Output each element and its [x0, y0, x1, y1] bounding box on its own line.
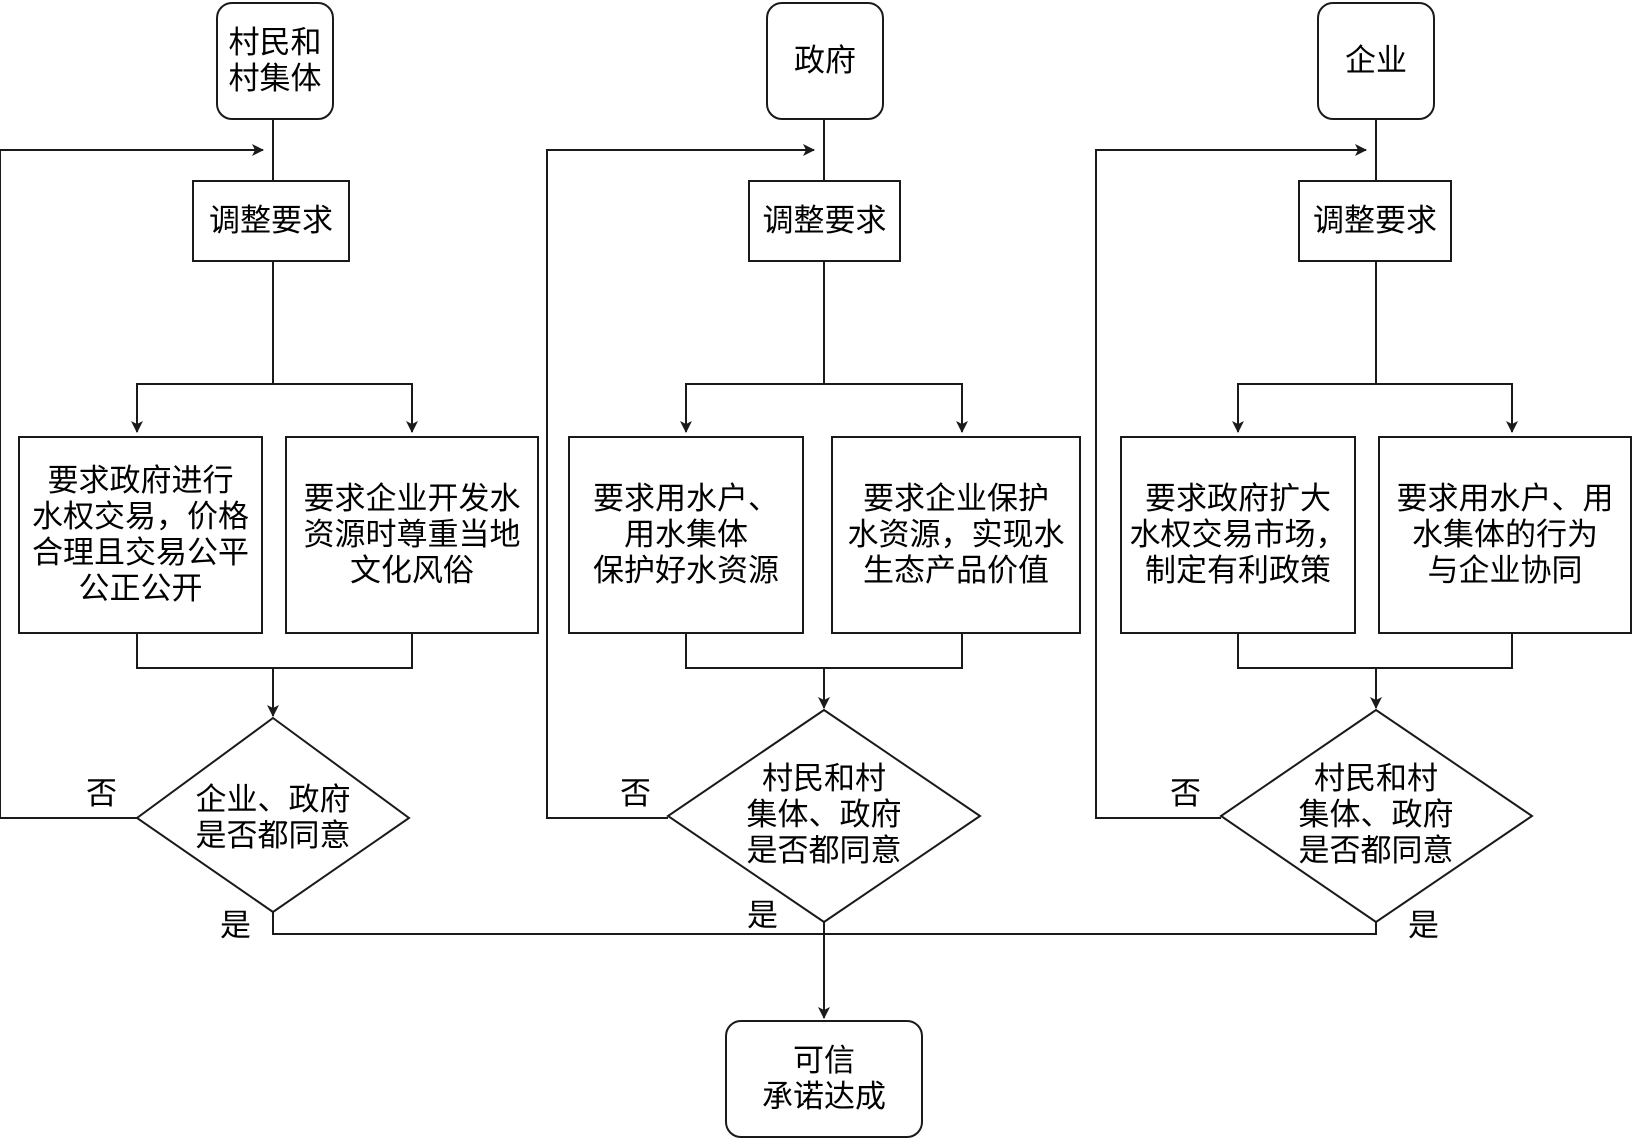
c1-left-demand-node: 要求政府进行水权交易，价格合理且交易公平公正公开: [18, 436, 263, 634]
c2-actor-node: 政府: [766, 2, 884, 120]
c1-right-line3: 文化风俗: [350, 553, 474, 589]
c2-no-label: 否: [620, 776, 651, 812]
c2-decision-text: 村民和村集体、政府是否都同意: [724, 756, 924, 874]
c1-decision-line2: 是否都同意: [195, 818, 351, 854]
c1-right-demand-node: 要求企业开发水资源时尊重当地文化风俗: [285, 436, 539, 634]
outcome-line2: 承诺达成: [762, 1079, 886, 1115]
c1-no-loop: [0, 144, 264, 819]
c1-split-left: [131, 383, 273, 433]
c1-left-line4: 公正公开: [78, 571, 203, 607]
c3-left-line3: 制定有利政策: [1145, 553, 1331, 589]
c2-decision-line1: 村民和村: [762, 761, 886, 797]
c2-left-demand-node: 要求用水户、用水集体保护好水资源: [568, 436, 804, 634]
c2-split-right: [824, 383, 968, 433]
c3-right-line2: 水集体的行为: [1412, 517, 1598, 553]
c1-merge: [136, 634, 413, 669]
c3-yes-label: 是: [1408, 908, 1439, 944]
c2-right-line2: 水资源，实现水: [847, 517, 1065, 553]
c3-left-line2: 水权交易市场，: [1129, 517, 1347, 553]
c1-no-label: 否: [86, 776, 117, 812]
c3-decision-diamond: [1219, 708, 1534, 924]
c3-right-line1: 要求用水户、用: [1396, 481, 1614, 517]
c3-merge: [1237, 634, 1513, 669]
c3-split-left: [1232, 383, 1376, 433]
c2-left-line2: 用水集体: [624, 517, 748, 553]
c2-adjust-label: 调整要求: [762, 203, 887, 239]
c3-right-demand-node: 要求用水户、用水集体的行为与企业协同: [1378, 436, 1632, 634]
c1-adjust-node: 调整要求: [192, 180, 350, 262]
c3-actor-node: 企业: [1317, 2, 1435, 120]
c1-actor-node: 村民和村集体: [216, 2, 334, 120]
c3-adjust-node: 调整要求: [1298, 180, 1452, 262]
c1-decision-line1: 企业、政府: [195, 782, 351, 818]
c1-split-right: [273, 383, 418, 433]
c2-split-left: [680, 383, 824, 433]
c2-adjust-node: 调整要求: [748, 180, 901, 262]
c2-left-line1: 要求用水户、: [593, 481, 779, 517]
c3-decision-line3: 是否都同意: [1298, 833, 1454, 869]
c2-actor-line1: 政府: [794, 43, 856, 79]
c3-left-demand-node: 要求政府扩大水权交易市场，制定有利政策: [1120, 436, 1356, 634]
c3-decision-text: 村民和村集体、政府是否都同意: [1276, 756, 1476, 874]
c2-left-line3: 保护好水资源: [593, 553, 779, 589]
c3-decision-line2: 集体、政府: [1298, 797, 1454, 833]
outcome-node: 可信承诺达成: [725, 1020, 923, 1138]
c2-right-demand-node: 要求企业保护水资源，实现水生态产品价值: [831, 436, 1081, 634]
c1-decision-text: 企业、政府是否都同意: [173, 778, 373, 858]
c2-yes-label: 是: [747, 898, 778, 934]
c2-merge: [685, 634, 963, 669]
c3-decision-line1: 村民和村: [1314, 761, 1438, 797]
c1-right-line1: 要求企业开发水: [303, 481, 521, 517]
c3-no-loop: [1095, 144, 1367, 819]
c3-no-label: 否: [1170, 776, 1201, 812]
c2-right-line3: 生态产品价值: [863, 553, 1049, 589]
c1-actor-line2: 村集体: [228, 61, 322, 97]
c1-left-line3: 合理且交易公平: [32, 535, 249, 571]
c1-left-line1: 要求政府进行: [47, 463, 234, 499]
outcome-line1: 可信: [793, 1043, 855, 1079]
c3-right-line3: 与企业协同: [1427, 553, 1583, 589]
c1-actor-line1: 村民和: [228, 25, 322, 61]
c2-decision-diamond: [666, 708, 982, 924]
c2-decision-line3: 是否都同意: [746, 833, 902, 869]
c1-adjust-label: 调整要求: [209, 203, 333, 239]
c3-split-right: [1376, 383, 1518, 433]
c2-no-loop: [546, 144, 815, 819]
c2-right-line1: 要求企业保护: [863, 481, 1049, 517]
c1-right-line2: 资源时尊重当地: [303, 517, 521, 553]
c3-actor-line1: 企业: [1345, 43, 1407, 79]
c1-left-line2: 水权交易，价格: [32, 499, 249, 535]
c1-decision-diamond: [135, 716, 411, 914]
c3-left-line1: 要求政府扩大: [1145, 481, 1331, 517]
c2-decision-line2: 集体、政府: [746, 797, 902, 833]
c3-adjust-label: 调整要求: [1313, 203, 1437, 239]
c1-yes-label: 是: [220, 908, 251, 944]
